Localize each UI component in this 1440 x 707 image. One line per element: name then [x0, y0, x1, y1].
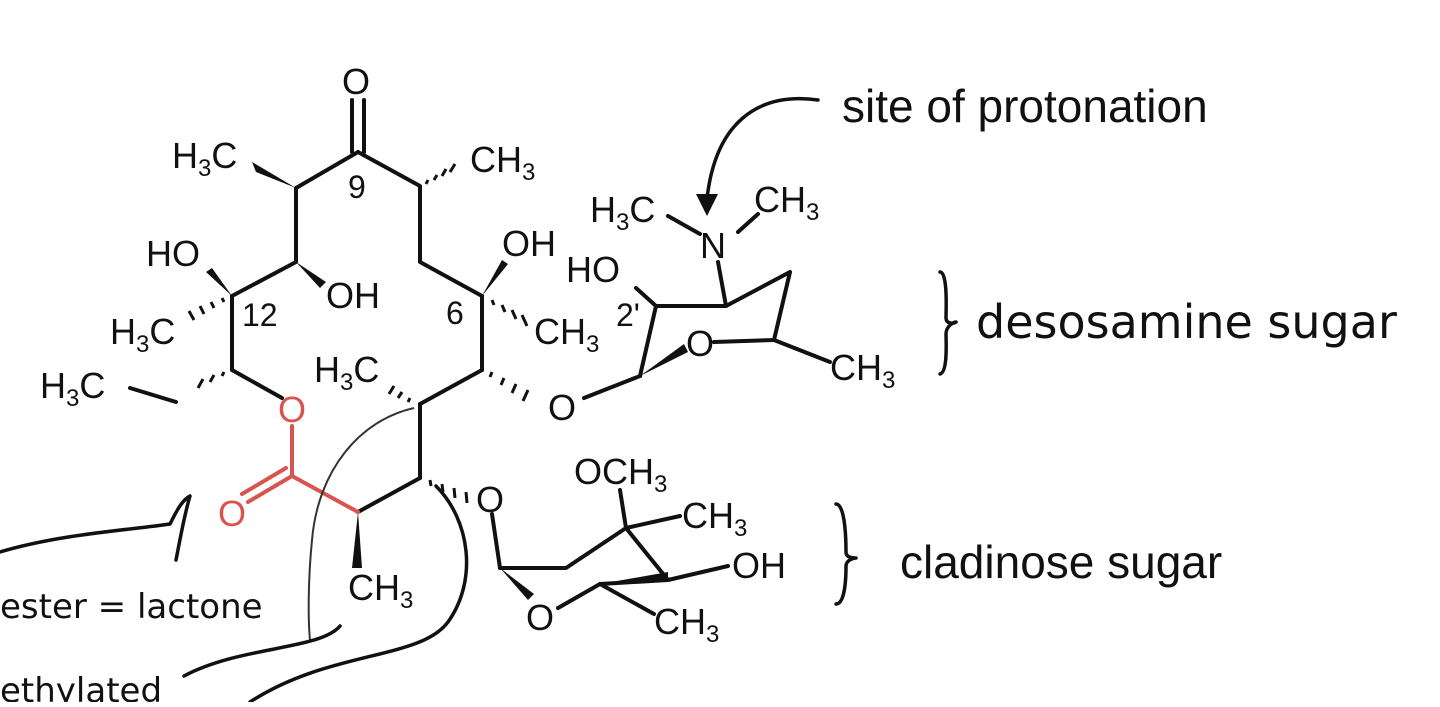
annotations: site of protonation desosamine sugar cla… [0, 80, 1397, 707]
atom-o-ketone: O [342, 61, 370, 102]
position-12: 12 [242, 297, 278, 333]
atom-ch3-6: CH3 [534, 311, 599, 358]
position-6: 6 [446, 295, 464, 331]
pointer-curve-methylated [182, 624, 342, 678]
atom-ch3-n: CH3 [754, 179, 819, 226]
pointer-curve-cladinose [248, 484, 469, 704]
label-cladinose-sugar: cladinose sugar [900, 536, 1222, 588]
desosamine-brace [938, 270, 958, 376]
position-9: 9 [348, 169, 366, 205]
label-ester-lactone: ester = lactone [0, 587, 263, 627]
atom-labels: O H3C CH3 9 HO OH OH 12 6 H3C CH3 H3C H3… [40, 61, 895, 648]
atom-ch3-desosamine: CH3 [830, 347, 895, 394]
hash-bond-c8-methyl [424, 163, 457, 185]
hash-bond-c4-methyl [387, 385, 412, 403]
atom-ch3-top: CH3 [470, 139, 535, 186]
cladinose-brace [834, 502, 858, 606]
desosamine-ring [582, 212, 832, 400]
position-2-prime: 2' [616, 297, 640, 333]
atom-ch3-2: CH3 [348, 567, 413, 614]
atom-o-lactone-ring: O [278, 389, 306, 430]
macrolactone-ring [128, 98, 530, 568]
atom-ho-12: HO [146, 233, 200, 274]
protonation-arrowhead [696, 194, 718, 216]
atom-o-carbonyl: O [218, 493, 246, 534]
atom-oh-cladinose: OH [732, 545, 786, 586]
atom-h3c-12: H3C [110, 311, 175, 358]
protonation-arrow [704, 97, 820, 212]
hash-bond-c12-methyl [187, 297, 226, 321]
lactone-pointer-arrow [0, 494, 192, 562]
atom-h3c-n: H3C [590, 189, 655, 236]
hash-bond-c13-ethyl [196, 371, 226, 389]
atom-h3c-top: H3C [172, 135, 237, 182]
thin-pointer-line [307, 407, 415, 641]
atom-h3c-ethyl: H3C [40, 365, 105, 412]
atom-ch3-cladinose-b: CH3 [654, 601, 719, 648]
atom-och3-cladinose: OCH3 [574, 451, 667, 498]
atom-h3c-4: H3C [314, 349, 379, 396]
atom-o-link-cladinose: O [476, 479, 504, 520]
lactone-ester [240, 424, 360, 514]
atom-o-link-desosamine: O [548, 387, 576, 428]
label-methylated: ethylated [0, 671, 162, 702]
label-desosamine-sugar: desosamine sugar [976, 295, 1397, 349]
hash-bond-c6-methyl [490, 299, 529, 327]
atom-n-dimethyl: N [700, 225, 726, 266]
atom-ho-desosamine: HO [566, 249, 620, 290]
hash-bond-c3-oxygen [428, 479, 469, 504]
label-site-of-protonation: site of protonation [842, 80, 1208, 132]
cladinose-ring [490, 488, 730, 616]
hash-bond-c5-oxygen [488, 371, 530, 402]
atom-ch3-cladinose-a: CH3 [682, 495, 747, 542]
atom-oh-11: OH [326, 275, 380, 316]
atom-o-desosamine-ring: O [686, 323, 714, 364]
atom-o-cladinose-ring: O [526, 597, 554, 638]
atom-oh-6: OH [502, 223, 556, 264]
